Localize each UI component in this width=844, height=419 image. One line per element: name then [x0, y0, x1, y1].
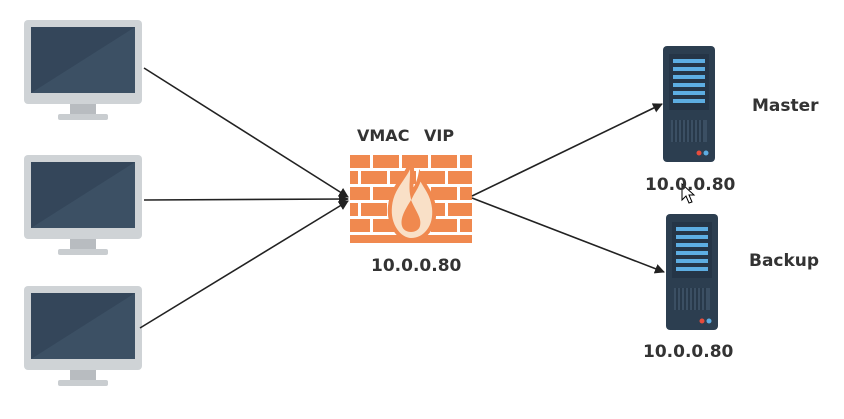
arrow-firewall-to-backup [471, 197, 665, 274]
client-monitor-2 [24, 155, 142, 255]
firewall-icon [350, 155, 472, 243]
firewall-ip-label: 10.0.0.80 [371, 256, 462, 276]
mouse-cursor-icon [681, 182, 696, 204]
server-backup [665, 213, 719, 331]
backup-role-label: Backup [749, 251, 820, 271]
flame-icon [387, 155, 437, 243]
vmac-label: VMAC [357, 126, 410, 145]
server-icon [665, 213, 719, 331]
arrow-client2-to-firewall [143, 194, 349, 205]
arrow-firewall-to-master [471, 103, 663, 197]
monitor-icon [24, 20, 142, 120]
master-ip-label: 10.0.0.80 [645, 175, 736, 195]
client-monitor-1 [24, 20, 142, 120]
client-monitor-3 [24, 286, 142, 386]
arrow-client3-to-firewall [139, 200, 349, 329]
vip-label: VIP [424, 126, 455, 145]
backup-ip-label: 10.0.0.80 [643, 342, 734, 362]
master-role-label: Master [752, 96, 819, 116]
arrow-client1-to-firewall [143, 67, 349, 198]
monitor-icon [24, 155, 142, 255]
server-master [662, 45, 716, 163]
monitor-icon [24, 286, 142, 386]
server-icon [662, 45, 716, 163]
